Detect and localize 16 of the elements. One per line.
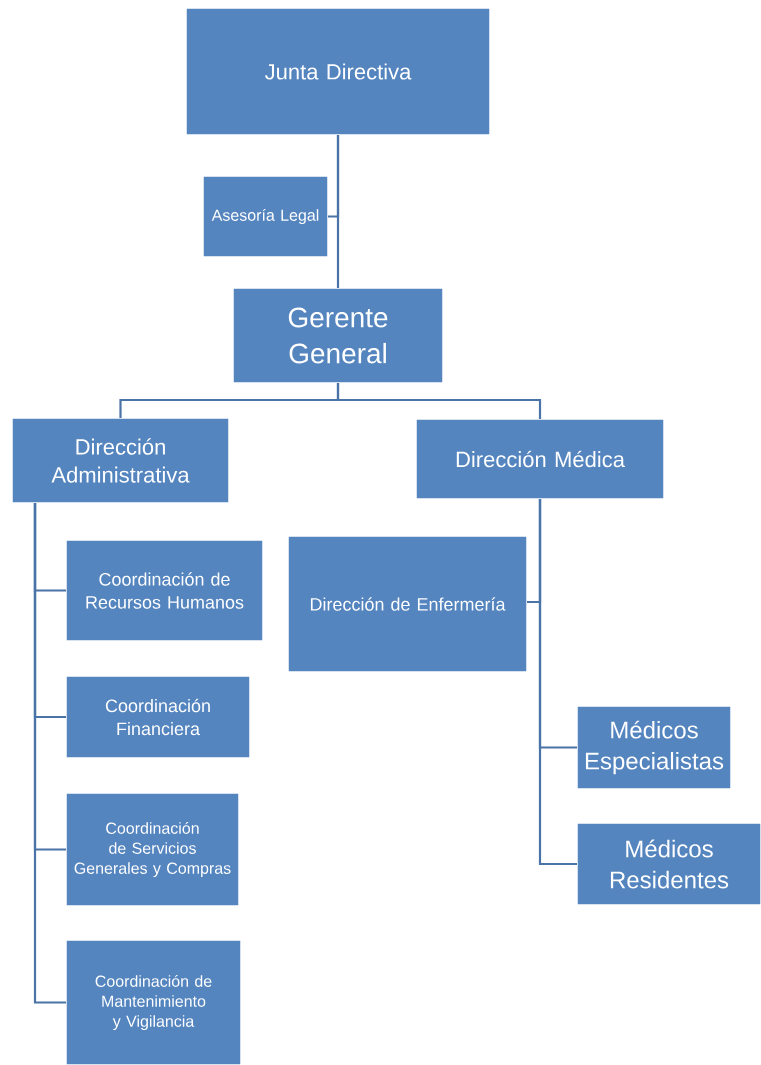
org-box: Médicos Especialistas bbox=[576, 705, 732, 790]
org-box: Coordinación de Servicios Generales y Compras bbox=[65, 792, 240, 907]
org-box: Gerente General bbox=[232, 287, 444, 384]
org-box: Dirección Médica bbox=[415, 418, 665, 500]
org-box: Junta Directiva bbox=[185, 7, 491, 136]
org-box: Coordinación de Mantenimiento y Vigilancia bbox=[65, 939, 242, 1065]
connector-line bbox=[33, 503, 66, 1004]
connector-line bbox=[328, 135, 340, 218]
org-box: Dirección Administrativa bbox=[11, 417, 230, 504]
org-box: Coordinación de Recursos Humanos bbox=[65, 539, 264, 642]
org-box: Asesoría Legal bbox=[202, 175, 329, 258]
org-box: Coordinación Financiera bbox=[65, 675, 251, 759]
org-box: Médicos Residentes bbox=[576, 822, 761, 906]
org-box: Dirección de Enfermería bbox=[287, 535, 528, 673]
connector-line bbox=[538, 499, 577, 866]
connector-line bbox=[336, 383, 542, 419]
